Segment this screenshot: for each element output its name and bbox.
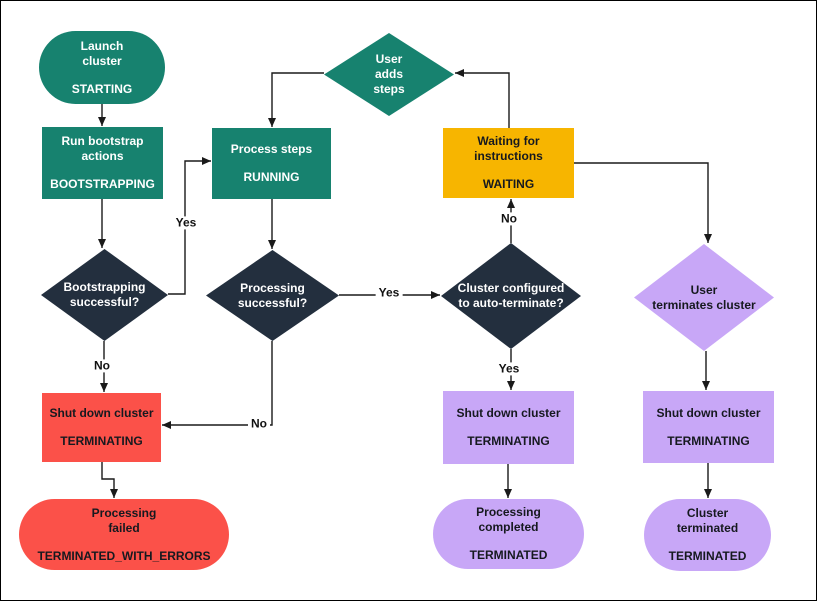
edge-adds-to-process xyxy=(268,72,324,127)
edge-waiting-to-adds xyxy=(455,69,510,128)
state-label: WAITING xyxy=(482,177,535,191)
node-title: Shut down cluster xyxy=(656,405,761,420)
state-label: TERMINATING xyxy=(467,434,550,448)
state-label: BOOTSTRAPPING xyxy=(50,177,155,191)
edge-label-autoterminate-no: No xyxy=(498,212,520,226)
node-title: Processing failed xyxy=(91,505,157,535)
edge-procq-no-to-shutred xyxy=(162,341,273,429)
node-title: Run bootstrap actions xyxy=(61,134,144,163)
node-title: Shut down cluster xyxy=(49,406,154,420)
node-shut-down-cluster-user: Shut down cluster TERMINATING xyxy=(643,391,774,463)
node-launch-cluster: Launch cluster STARTING xyxy=(39,31,165,104)
edge-waiting-to-termq xyxy=(574,162,712,243)
node-processing-failed: Processing failed TERMINATED_WITH_ERRORS xyxy=(19,499,229,570)
node-shut-down-cluster-failed: Shut down cluster TERMINATING xyxy=(42,393,161,462)
node-title: Process steps xyxy=(230,142,313,156)
node-cluster-terminated: Cluster terminated TERMINATED xyxy=(644,499,771,571)
node-title: User terminates cluster xyxy=(652,282,756,312)
node-title: Processing successful? xyxy=(237,280,308,310)
node-shut-down-cluster-auto: Shut down cluster TERMINATING xyxy=(443,391,574,464)
node-waiting-for-instructions: Waiting for instructions WAITING xyxy=(443,128,574,198)
node-title: Cluster terminated xyxy=(676,506,739,535)
node-title: User adds steps xyxy=(373,52,405,96)
state-label: RUNNING xyxy=(243,170,300,184)
node-title: Processing completed xyxy=(476,505,541,534)
state-label: TERMINATING xyxy=(60,434,143,448)
node-title: Cluster configured to auto-terminate? xyxy=(457,281,565,310)
edge-label-autoterminate-yes: Yes xyxy=(495,362,523,376)
state-label: STARTING xyxy=(71,81,133,96)
state-label: TERMINATED_WITH_ERRORS xyxy=(37,548,211,563)
edge-shutred-to-failed xyxy=(101,462,118,498)
node-title: Bootstrapping successful? xyxy=(63,280,146,309)
node-process-steps: Process steps RUNNING xyxy=(212,128,331,199)
node-title: Shut down cluster xyxy=(456,406,561,420)
state-label: TERMINATING xyxy=(667,433,750,448)
node-run-bootstrap-actions: Run bootstrap actions BOOTSTRAPPING xyxy=(42,127,163,199)
edge-label-bootstrap-no: No xyxy=(91,359,113,373)
edge-label-processing-no: No xyxy=(248,417,270,431)
edge-label-bootstrap-yes: Yes xyxy=(172,216,200,230)
node-title: Waiting for instructions xyxy=(474,134,543,163)
state-label: TERMINATED xyxy=(469,548,548,562)
state-label: TERMINATED xyxy=(668,549,747,563)
node-processing-completed: Processing completed TERMINATED xyxy=(433,499,584,569)
edge-label-processing-yes: Yes xyxy=(375,286,403,300)
node-title: Launch cluster xyxy=(80,38,124,68)
